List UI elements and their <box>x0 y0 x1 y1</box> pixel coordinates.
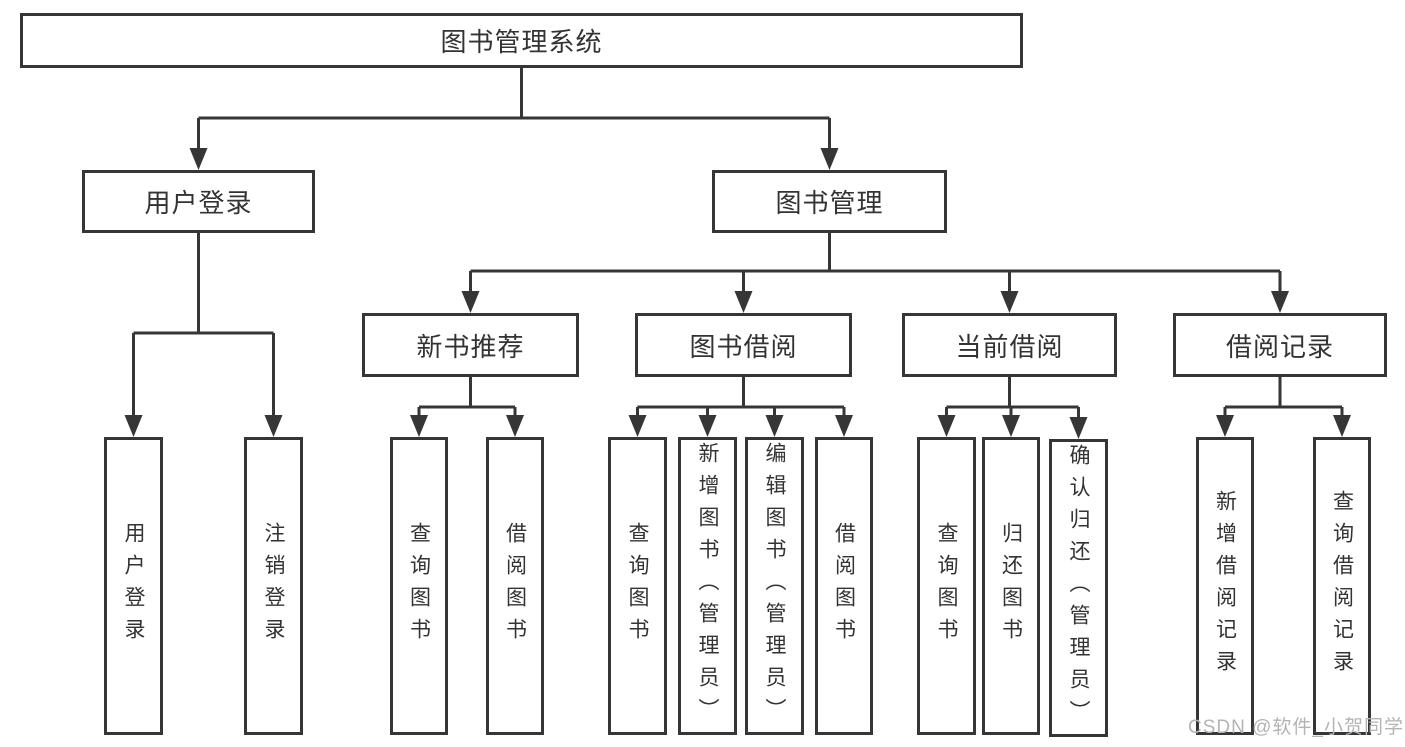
branch-current-borrowing <box>937 377 1088 439</box>
node-user-login: 用户登录 <box>82 170 315 233</box>
leaf-user-login: 用户登录 <box>104 437 163 735</box>
leaf-logout-login: 注销登录 <box>244 437 303 735</box>
node-library-management-system: 图书管理系统 <box>20 13 1023 68</box>
branch-book-borrowing <box>628 377 853 437</box>
branch-user-login <box>124 233 283 437</box>
branch-book-management <box>461 232 1289 313</box>
leaf-add-borrow-record: 新增借阅记录 <box>1196 437 1254 735</box>
leaf-return-books: 归还图书 <box>982 437 1040 735</box>
leaf-edit-books-admin: 编辑图书（管理员） <box>745 437 804 735</box>
branch-borrowing-records <box>1216 377 1351 437</box>
branch-new-book-recommend <box>410 377 524 437</box>
watermark: CSDN @软件_小贺同学 <box>1188 717 1404 738</box>
leaf-query-books-recommend: 查询图书 <box>390 437 448 735</box>
node-borrowing-records: 借阅记录 <box>1173 313 1387 377</box>
leaf-borrow-books-borrowing: 借阅图书 <box>815 437 873 735</box>
leaf-query-borrow-record: 查询借阅记录 <box>1313 437 1371 735</box>
node-book-management: 图书管理 <box>712 170 947 233</box>
leaf-query-books-current: 查询图书 <box>917 437 976 735</box>
node-new-book-recommend: 新书推荐 <box>362 313 579 377</box>
node-book-borrowing: 图书借阅 <box>635 313 852 377</box>
node-current-borrowing: 当前借阅 <box>902 313 1117 377</box>
leaf-add-books-admin: 新增图书（管理员） <box>678 437 737 735</box>
leaf-confirm-return-admin: 确认归还（管理员） <box>1049 439 1108 737</box>
leaf-query-books-borrowing: 查询图书 <box>608 437 667 735</box>
leaf-borrow-books-recommend: 借阅图书 <box>486 437 544 735</box>
branch-root <box>189 68 839 170</box>
